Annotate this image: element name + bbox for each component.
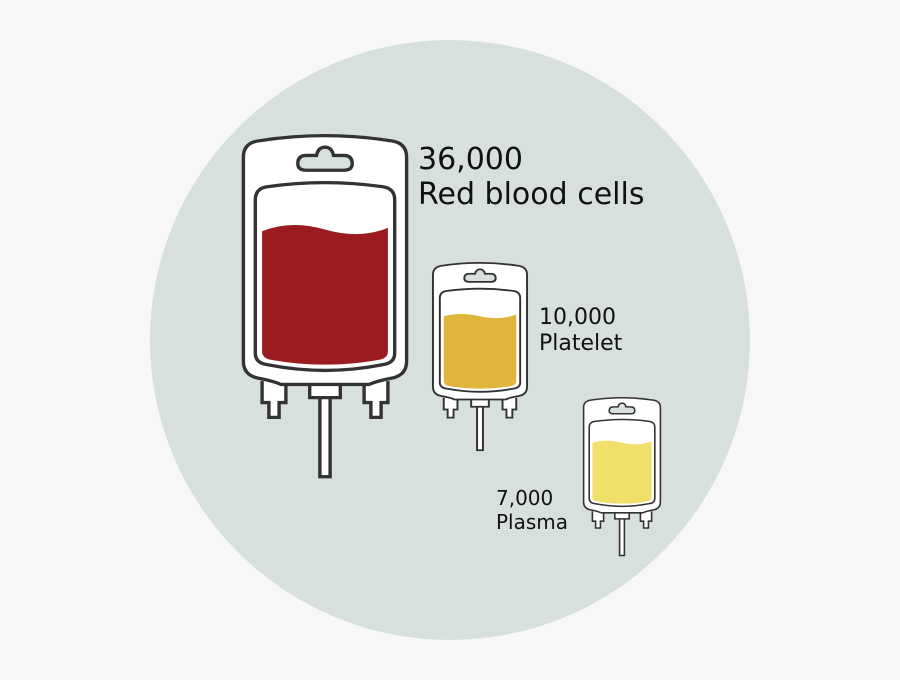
label-red-blood-cells: 36,000 Red blood cells <box>418 142 644 213</box>
blood-bag-red-cells-icon <box>241 134 409 479</box>
red-blood-cells-value: 36,000 <box>418 142 523 177</box>
platelet-value: 10,000 <box>539 305 616 330</box>
red-cells-fill <box>262 224 388 365</box>
blood-bag-plasma-icon <box>582 397 662 557</box>
platelet-fill <box>443 314 517 389</box>
plasma-fill <box>592 440 652 504</box>
platelet-name: Platelet <box>539 330 623 356</box>
plasma-value: 7,000 <box>496 486 554 510</box>
blood-bag-platelet-icon <box>431 262 529 452</box>
label-plasma: 7,000 Plasma <box>496 486 569 534</box>
plasma-name: Plasma <box>496 509 569 534</box>
red-blood-cells-name: Red blood cells <box>418 177 645 213</box>
label-platelet: 10,000 Platelet <box>539 305 622 357</box>
